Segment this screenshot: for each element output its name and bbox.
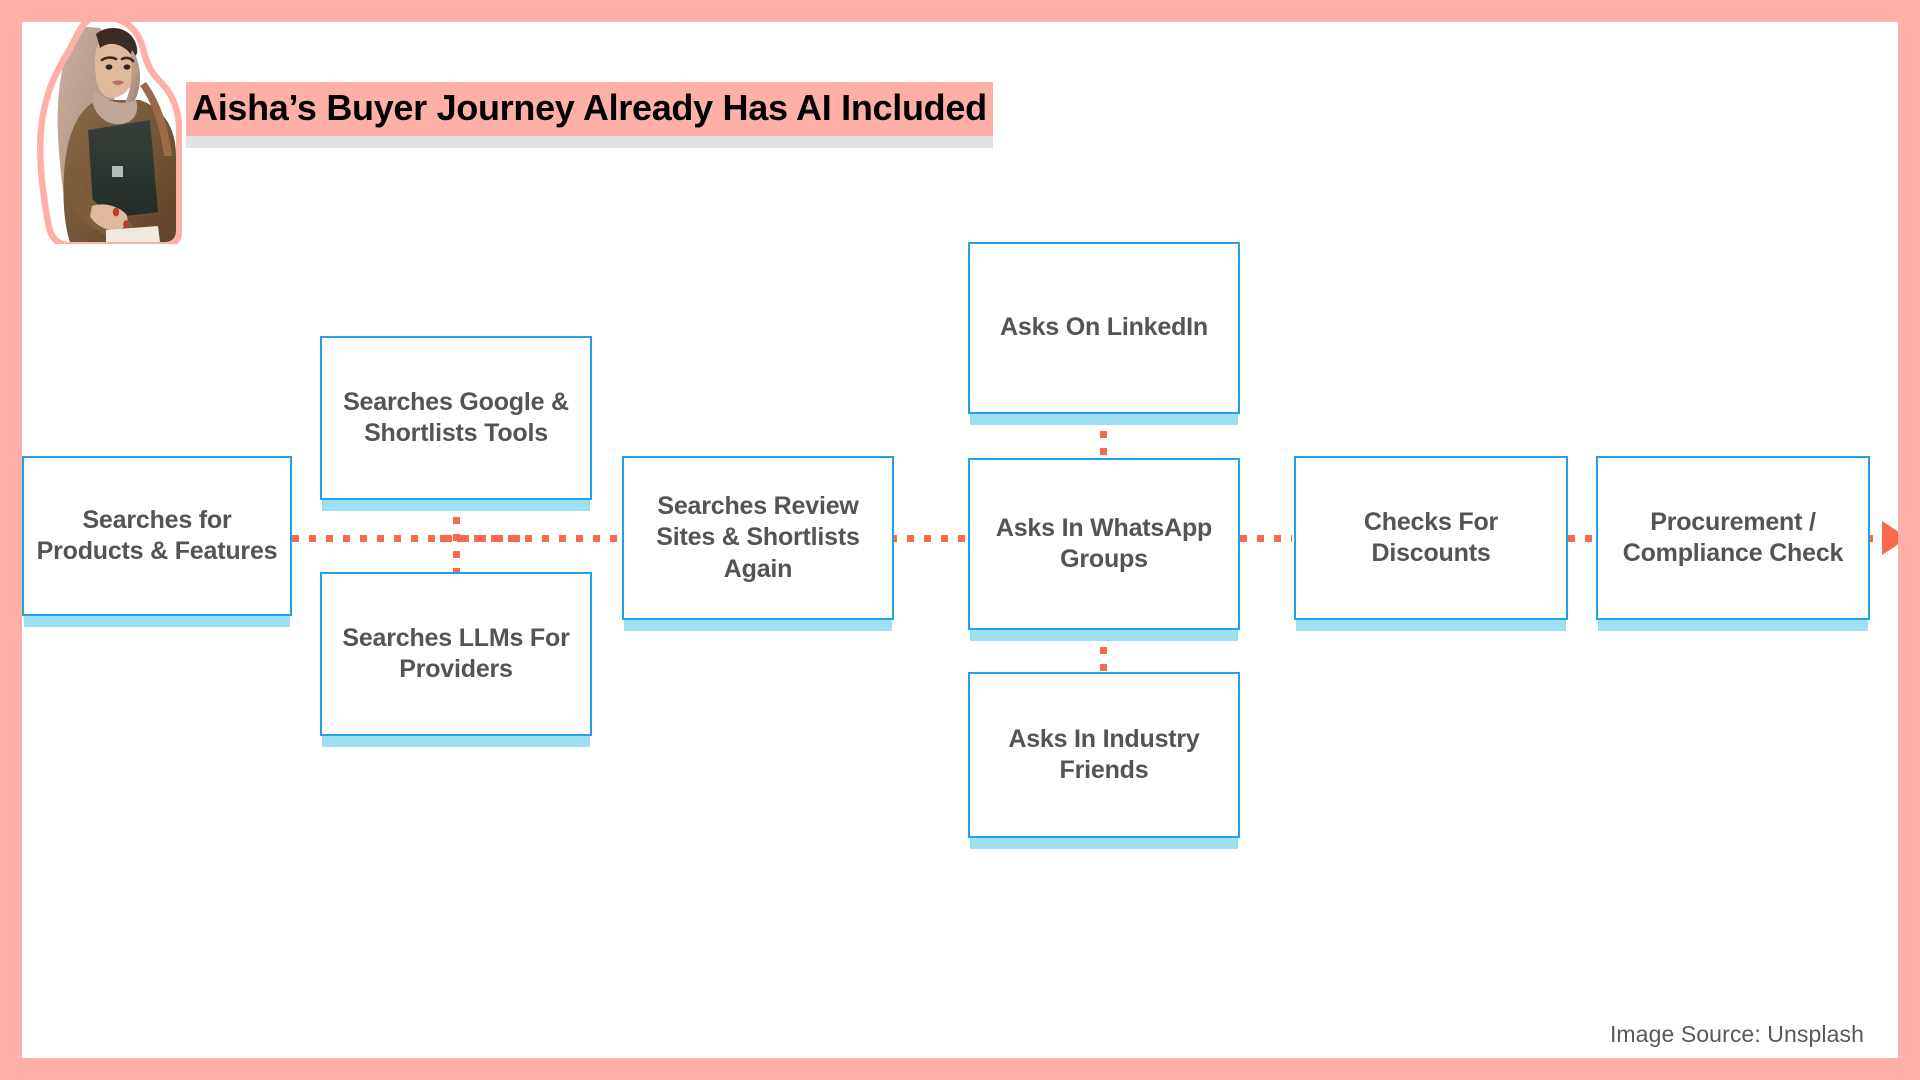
flow-node-searches-google-shortlists[interactable]: Searches Google & Shortlists Tools bbox=[320, 336, 592, 511]
flow-node-searches-review-sites[interactable]: Searches Review Sites & Shortlists Again bbox=[622, 456, 894, 631]
slide-title-wrap: Aisha’s Buyer Journey Already Has AI Inc… bbox=[186, 82, 993, 148]
flow-node-label: Asks In Industry Friends bbox=[1008, 724, 1200, 784]
image-source-credit: Image Source: Unsplash bbox=[1609, 1021, 1864, 1047]
flow-node-asks-on-linkedin[interactable]: Asks On LinkedIn bbox=[968, 242, 1240, 425]
flow-node-asks-in-whatsapp-groups[interactable]: Asks In WhatsApp Groups bbox=[968, 458, 1240, 641]
connector-products-to-google bbox=[292, 535, 522, 542]
flow-node-label: Procurement / Compliance Check bbox=[1622, 507, 1844, 567]
connector-llms-to-review bbox=[440, 535, 630, 542]
flow-node-label: Searches LLMs For Providers bbox=[342, 623, 570, 683]
flow-node-label: Searches Google & Shortlists Tools bbox=[343, 387, 569, 447]
flow-node-asks-in-industry-friends[interactable]: Asks In Industry Friends bbox=[968, 672, 1240, 849]
connector-whatsapp-to-friends bbox=[1100, 630, 1107, 672]
flow-node-label: Checks For Discounts bbox=[1363, 507, 1499, 567]
flow-node-procurement-compliance-check[interactable]: Procurement / Compliance Check bbox=[1596, 456, 1870, 631]
connector-procurement-to-end bbox=[1866, 535, 1896, 542]
flow-node-label: Searches Review Sites & Shortlists Again bbox=[656, 492, 860, 583]
flow-end-arrow-icon bbox=[1882, 521, 1908, 555]
connector-linkedin-to-whatsapp bbox=[1100, 414, 1107, 462]
connector-review-to-whatsapp bbox=[890, 535, 990, 542]
flow-node-searches-llms-providers[interactable]: Searches LLMs For Providers bbox=[320, 572, 592, 747]
flow-node-label: Asks In WhatsApp Groups bbox=[995, 513, 1213, 573]
connector-discounts-to-procurement bbox=[1568, 535, 1612, 542]
person-photo-aisha bbox=[36, 16, 182, 244]
page-title: Aisha’s Buyer Journey Already Has AI Inc… bbox=[186, 82, 993, 136]
flow-node-checks-for-discounts[interactable]: Checks For Discounts bbox=[1294, 456, 1568, 631]
flow-node-searches-products-features[interactable]: Searches for Products & Features bbox=[22, 456, 292, 627]
flow-node-label: Asks On LinkedIn bbox=[1000, 313, 1208, 342]
connector-whatsapp-to-discounts bbox=[1240, 535, 1292, 542]
flow-node-label: Searches for Products & Features bbox=[36, 505, 278, 565]
